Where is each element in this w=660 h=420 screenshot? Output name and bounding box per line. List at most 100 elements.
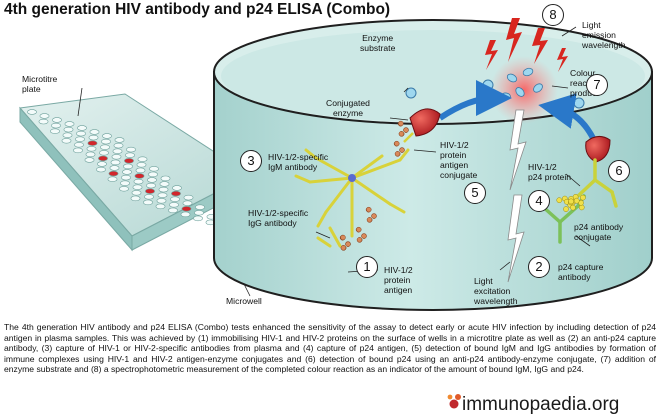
plate-well	[133, 178, 144, 185]
plate-well	[112, 148, 123, 154]
immunopaedia-logo[interactable]: immunopaedia.org	[462, 394, 620, 415]
step-5-badge: 5	[464, 182, 486, 204]
plate-well	[96, 166, 106, 173]
igg-antibody	[316, 212, 354, 248]
plate-well	[130, 195, 141, 202]
p24-antibody-conjugate	[576, 158, 618, 208]
step-7-badge: 7	[586, 74, 608, 96]
substrate-to-product-arrow-right	[538, 93, 597, 142]
plate-well	[136, 162, 147, 168]
antigen-bead	[371, 213, 377, 219]
plate-well	[195, 204, 205, 210]
plate-well	[39, 113, 50, 119]
antigen-bead	[399, 147, 405, 153]
antigen-bead	[403, 127, 409, 133]
label-conjugated-enzyme: Conjugated enzyme	[326, 98, 370, 118]
plate-well	[97, 161, 107, 167]
plate-well	[147, 177, 157, 183]
plate-well	[64, 121, 75, 127]
step-2-badge: 2	[528, 256, 550, 278]
plate-well	[52, 117, 62, 123]
plate-well	[135, 167, 146, 174]
step-1-badge: 1	[356, 256, 378, 278]
plate-well	[62, 132, 73, 138]
plate-well	[63, 126, 74, 133]
label-protein-antigen: HIV-1/2 protein antigen	[384, 265, 413, 295]
label-light-emission-wavelength: Light emission wavelength	[582, 20, 626, 50]
plate-well	[86, 146, 97, 152]
plate-well	[102, 133, 112, 139]
plate-well	[155, 203, 166, 210]
antigen-bead	[398, 131, 405, 137]
label-light-excitation-wavelength: Light excitation wavelength	[474, 276, 518, 306]
plate-well	[119, 186, 129, 192]
plate-well	[74, 142, 84, 148]
label-p24-protein: HIV-1/2 p24 protein	[528, 162, 572, 182]
plate-well-positive	[171, 190, 181, 197]
plate-well	[157, 192, 168, 198]
label-microwell: Microwell	[226, 296, 262, 306]
plate-well	[84, 157, 95, 163]
step-6-badge: 6	[608, 160, 630, 182]
plate-well	[121, 174, 131, 181]
reaction-glow	[490, 56, 558, 124]
plate-well	[88, 134, 99, 141]
step-8-badge: 8	[542, 4, 564, 26]
plate-well	[180, 211, 191, 218]
plate-well	[99, 150, 109, 156]
antigen-bead	[366, 206, 372, 213]
plate-well	[89, 129, 100, 135]
plate-well	[85, 151, 96, 158]
antigen-bead	[356, 226, 362, 233]
antigen-bead	[340, 234, 346, 241]
label-p24-capture-antibody: p24 capture antibody	[558, 262, 604, 282]
p24-bead	[556, 197, 563, 204]
plate-well	[158, 186, 169, 193]
p24-bead	[578, 204, 585, 211]
light-excitation-bolts	[507, 109, 527, 283]
plate-well	[143, 199, 153, 206]
plate-well-positive	[145, 188, 155, 194]
step-3-badge: 3	[240, 150, 262, 172]
immunopaedia-logo-mark	[447, 394, 461, 409]
label-p24-antibody-conjugate: p24 antibody conjugate	[574, 222, 624, 242]
plate-well	[76, 130, 86, 137]
plate-well	[109, 165, 120, 171]
label-igm-antibody: HIV-1/2-specific IgM antibody	[268, 152, 329, 172]
antigen-bead	[356, 237, 363, 243]
substrate-molecule	[573, 97, 585, 109]
plate-well	[111, 154, 122, 160]
label-igg-antibody: HIV-1/2-specific IgG antibody	[248, 208, 309, 228]
plate-well	[169, 202, 179, 208]
plate-well	[160, 175, 171, 182]
plate-well	[168, 207, 178, 214]
plate-well	[50, 128, 60, 134]
plate-well	[183, 194, 194, 201]
antigen-bead-clusters	[339, 120, 409, 251]
igm-antibody	[294, 148, 410, 228]
plate-well	[137, 156, 148, 162]
page-title: 4th generation HIV antibody and p24 ELIS…	[4, 1, 391, 18]
plate-well	[170, 196, 180, 202]
substrate-to-product-arrow-left	[438, 80, 512, 121]
antigen-bead	[366, 217, 373, 223]
conjugated-enzyme-right	[585, 136, 611, 163]
plate-well-positive	[98, 155, 108, 162]
plate-well-positive	[181, 206, 192, 212]
plate-well	[27, 109, 37, 115]
plate-well	[113, 142, 124, 149]
plate-well	[156, 198, 167, 204]
plate-well	[75, 136, 85, 142]
figure-caption: The 4th generation HIV antibody and p24 …	[4, 322, 656, 374]
plate-well	[123, 163, 133, 170]
plate-well-positive	[108, 170, 119, 177]
plate-well	[132, 184, 143, 190]
label-enzyme-substrate: Enzyme substrate	[360, 33, 396, 53]
plate-well	[144, 194, 154, 200]
plate-well-positive	[87, 140, 98, 146]
label-protein-antigen-conjugate: HIV-1/2 protein antigen conjugate	[440, 140, 478, 180]
conjugated-enzyme-left	[403, 108, 441, 143]
plate-well	[51, 122, 61, 129]
light-emission-bolts	[485, 18, 568, 72]
